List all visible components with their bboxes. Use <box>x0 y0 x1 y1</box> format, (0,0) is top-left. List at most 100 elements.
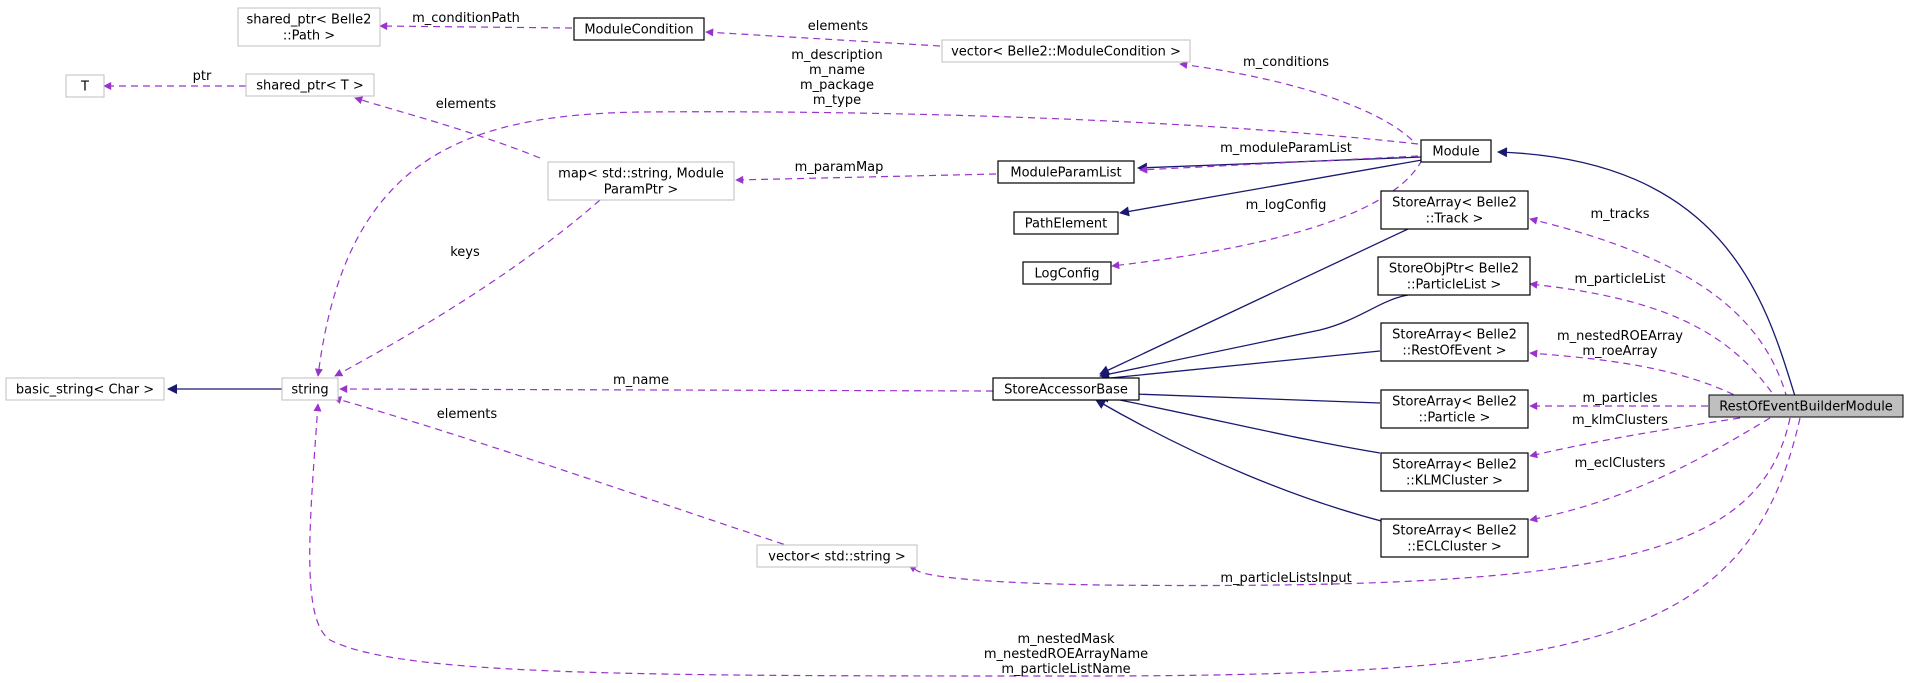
node-box <box>65 74 105 98</box>
edge-elements-map <box>354 96 541 159</box>
edge-label-m-eclClusters: m_eclClusters <box>1575 456 1666 471</box>
edge-label-elements-map: elements <box>436 97 497 112</box>
edge-label-m-conditions: m_conditions <box>1243 55 1329 70</box>
edge-label-m-particleList: m_particleList <box>1575 272 1666 287</box>
edge-m-tracks <box>1529 216 1791 411</box>
node-box <box>941 39 1191 63</box>
node-label: basic_string< Char > <box>16 383 154 398</box>
node-label: ModuleCondition <box>584 23 693 38</box>
node-label: StoreArray< Belle2 <box>1392 395 1517 410</box>
edge-condpath <box>379 22 573 31</box>
edge-klm-to-sab <box>1099 392 1381 454</box>
edge-label-m-particles: m_particles <box>1583 391 1658 406</box>
node-label: LogConfig <box>1035 267 1100 282</box>
node-label: StoreObjPtr< Belle2 <box>1389 262 1519 277</box>
node-path-element[interactable]: PathElement <box>1013 211 1119 235</box>
node-label: StoreAccessorBase <box>1004 383 1128 398</box>
edge-label-elements-vec: elements <box>437 407 498 422</box>
node-sa-roe[interactable]: StoreArray< Belle2::RestOfEvent > <box>1380 322 1529 362</box>
edge-ecl-to-sab <box>1095 399 1386 523</box>
node-box <box>237 7 381 47</box>
node-label: StoreArray< Belle2 <box>1392 328 1517 343</box>
node-sa-particle[interactable]: StoreArray< Belle2::Particle > <box>1380 389 1529 429</box>
node-box <box>1377 256 1531 296</box>
node-vec-string[interactable]: vector< std::string > <box>756 544 918 568</box>
node-box <box>245 73 375 97</box>
node-module[interactable]: Module <box>1420 139 1492 163</box>
node-box <box>1380 518 1529 558</box>
node-label: StoreArray< Belle2 <box>1392 458 1517 473</box>
edge-label-ptr: ptr <box>193 69 212 84</box>
edge-track-to-sab <box>1099 228 1409 375</box>
node-sa-track[interactable]: StoreArray< Belle2::Track > <box>1380 190 1529 230</box>
edge-m-particle-list <box>1529 280 1786 413</box>
node-box <box>997 160 1135 184</box>
node-box <box>281 377 339 401</box>
node-module-param-list[interactable]: ModuleParamList <box>997 160 1135 184</box>
edge-module-strings <box>314 111 1419 377</box>
node-sa-ecl[interactable]: StoreArray< Belle2::ECLCluster > <box>1380 518 1529 558</box>
node-string[interactable]: string <box>281 377 339 401</box>
edge-label-roe-arrays: m_nestedROEArray <box>1557 329 1683 344</box>
node-box <box>756 544 918 568</box>
edge-label-m-tracks: m_tracks <box>1590 207 1649 222</box>
node-label: ::ParticleList > <box>1407 278 1502 293</box>
node-sp-path[interactable]: shared_ptr< Belle2::Path > <box>237 7 381 47</box>
node-label: string <box>291 383 328 398</box>
edge-module-to-path-element <box>1119 159 1423 217</box>
node-box <box>1380 322 1529 362</box>
node-box <box>1380 389 1529 429</box>
edge-plist-to-sab <box>1099 294 1409 380</box>
node-sp-t[interactable]: shared_ptr< T > <box>245 73 375 97</box>
edge-elements-vec <box>333 396 796 549</box>
edge-label-m-logConfig: m_logConfig <box>1246 198 1327 213</box>
node-label: T <box>80 80 89 95</box>
node-label: StoreArray< Belle2 <box>1392 524 1517 539</box>
edge-label-m-moduleParamList: m_moduleParamList <box>1220 141 1352 156</box>
edge-label-elements-cond: elements <box>808 19 869 34</box>
edge-m-name-sab <box>339 385 994 394</box>
node-sa-klm[interactable]: StoreArray< Belle2::KLMCluster > <box>1380 452 1529 492</box>
node-box <box>1708 394 1904 418</box>
edge-label-m-paramMap: m_paramMap <box>795 160 884 175</box>
node-sop-particle-list[interactable]: StoreObjPtr< Belle2::ParticleList > <box>1377 256 1531 296</box>
node-label: ::Path > <box>283 29 335 44</box>
node-box <box>1013 211 1119 235</box>
node-label: ::KLMCluster > <box>1406 474 1503 489</box>
edge-particle-lists-input <box>908 417 1791 587</box>
node-label: ModuleParamList <box>1010 166 1121 181</box>
node-basic-string[interactable]: basic_string< Char > <box>5 377 165 401</box>
edge-m-ecl <box>1529 417 1771 523</box>
node-box <box>1022 261 1112 285</box>
node-box <box>573 17 705 41</box>
node-label: shared_ptr< T > <box>256 79 363 94</box>
edge-keys <box>334 199 601 377</box>
edge-label-m-klmClusters: m_klmClusters <box>1572 413 1668 428</box>
edge-particle-to-sab <box>1106 388 1381 404</box>
node-label: map< std::string, Module <box>558 167 724 182</box>
node-log-config[interactable]: LogConfig <box>1022 261 1112 285</box>
node-label: PathElement <box>1025 217 1107 232</box>
edge-label-bottom-strings: m_particleListName <box>1001 662 1130 677</box>
node-vec-module-condition[interactable]: vector< Belle2::ModuleCondition > <box>941 39 1191 63</box>
edge-label-roe-arrays: m_roeArray <box>1582 344 1657 359</box>
node-t[interactable]: T <box>65 74 105 98</box>
node-rest-of-event-builder[interactable]: RestOfEventBuilderModule <box>1708 394 1904 418</box>
node-box <box>5 377 165 401</box>
node-module-condition[interactable]: ModuleCondition <box>573 17 705 41</box>
node-label: ::Particle > <box>1419 411 1491 426</box>
node-box <box>992 377 1140 401</box>
edge-elements-cond <box>705 28 941 47</box>
edge-log-config <box>1111 159 1423 270</box>
node-label: Module <box>1432 145 1479 160</box>
edge-label-m-conditionPath: m_conditionPath <box>412 11 520 26</box>
node-store-accessor-base[interactable]: StoreAccessorBase <box>992 377 1140 401</box>
node-label: StoreArray< Belle2 <box>1392 196 1517 211</box>
edge-label-bottom-strings: m_nestedMask <box>1017 632 1114 647</box>
edge-label-module-strings: m_type <box>813 93 861 108</box>
node-box <box>1380 190 1529 230</box>
node-box <box>547 161 735 201</box>
node-label: ParamPtr > <box>604 183 679 198</box>
